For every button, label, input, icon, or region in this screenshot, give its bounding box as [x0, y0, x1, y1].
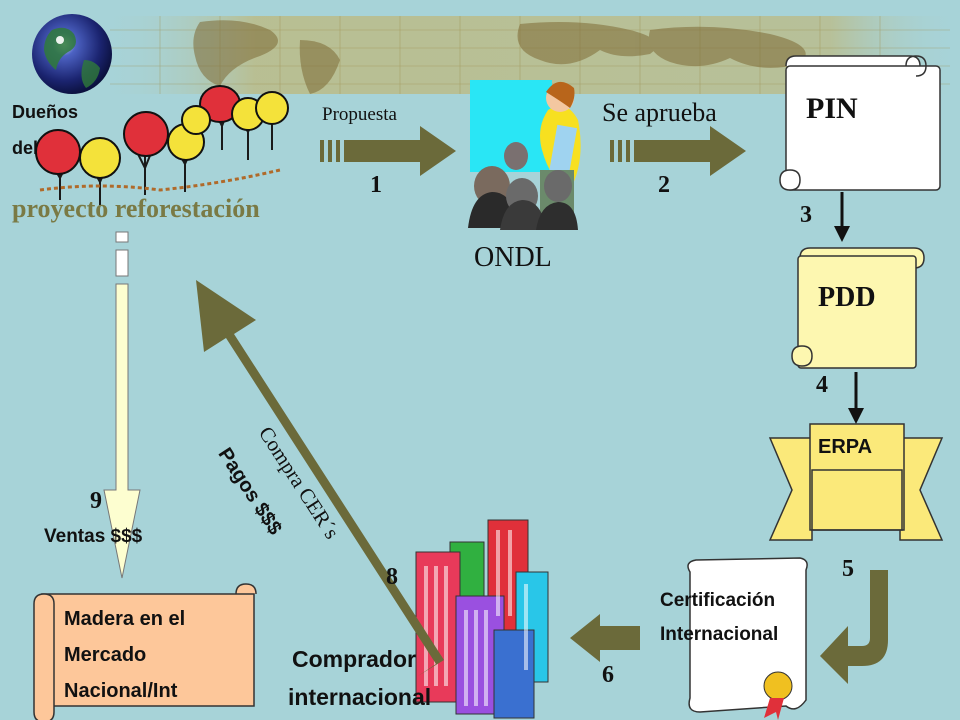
ondl-label: ONDL [474, 242, 552, 273]
globe-icon [32, 14, 112, 94]
erpa-banner-icon [768, 423, 944, 541]
cert-label-line2: Internacional [660, 624, 779, 645]
step-8-label: 8 [386, 564, 398, 590]
step-1-label: 1 [370, 172, 382, 198]
arrow-step-6 [570, 614, 640, 662]
certificate-icon [687, 557, 808, 720]
madera-document-icon [33, 583, 257, 720]
madera-label-line2: Mercado [64, 644, 147, 666]
pdd-document-icon [791, 247, 925, 369]
arrow-forest-down [103, 231, 141, 579]
comprador-label-line1: Comprador [292, 646, 416, 672]
pdd-label: PDD [818, 282, 876, 313]
arrow-step-5 [820, 570, 888, 684]
arrow-step-2 [610, 126, 746, 176]
step-6-label: 6 [602, 662, 614, 688]
forest-icon [35, 85, 289, 205]
se-aprueba-label: Se aprueba [602, 98, 717, 127]
project-label: proyecto reforestación [12, 194, 260, 223]
step-3-label: 3 [800, 202, 812, 228]
madera-label-line1: Madera en el [64, 608, 186, 630]
owners-label-line1: Dueños [12, 102, 79, 122]
propuesta-label: Propuesta [322, 104, 397, 125]
erpa-label: ERPA [818, 436, 873, 458]
buildings-icon [415, 519, 549, 719]
step-5-label: 5 [842, 556, 854, 582]
comprador-label-line2: internacional [288, 684, 432, 710]
step-2-label: 2 [658, 172, 670, 198]
arrow-step-1 [320, 126, 456, 176]
pin-document-icon [779, 55, 941, 191]
cert-label-line1: Certificación [660, 590, 776, 611]
ventas-label: Ventas $$$ [44, 526, 143, 547]
step-9-label: 9 [90, 488, 102, 514]
madera-label-line3: Nacional/Int [64, 680, 178, 702]
arrow-step-4 [848, 372, 864, 424]
pin-label: PIN [806, 92, 858, 125]
arrow-payment [196, 280, 444, 676]
owners-label-line2: del [12, 138, 39, 158]
arrow-step-3 [834, 192, 850, 242]
meeting-icon [468, 80, 581, 230]
step-4-label: 4 [816, 372, 828, 398]
